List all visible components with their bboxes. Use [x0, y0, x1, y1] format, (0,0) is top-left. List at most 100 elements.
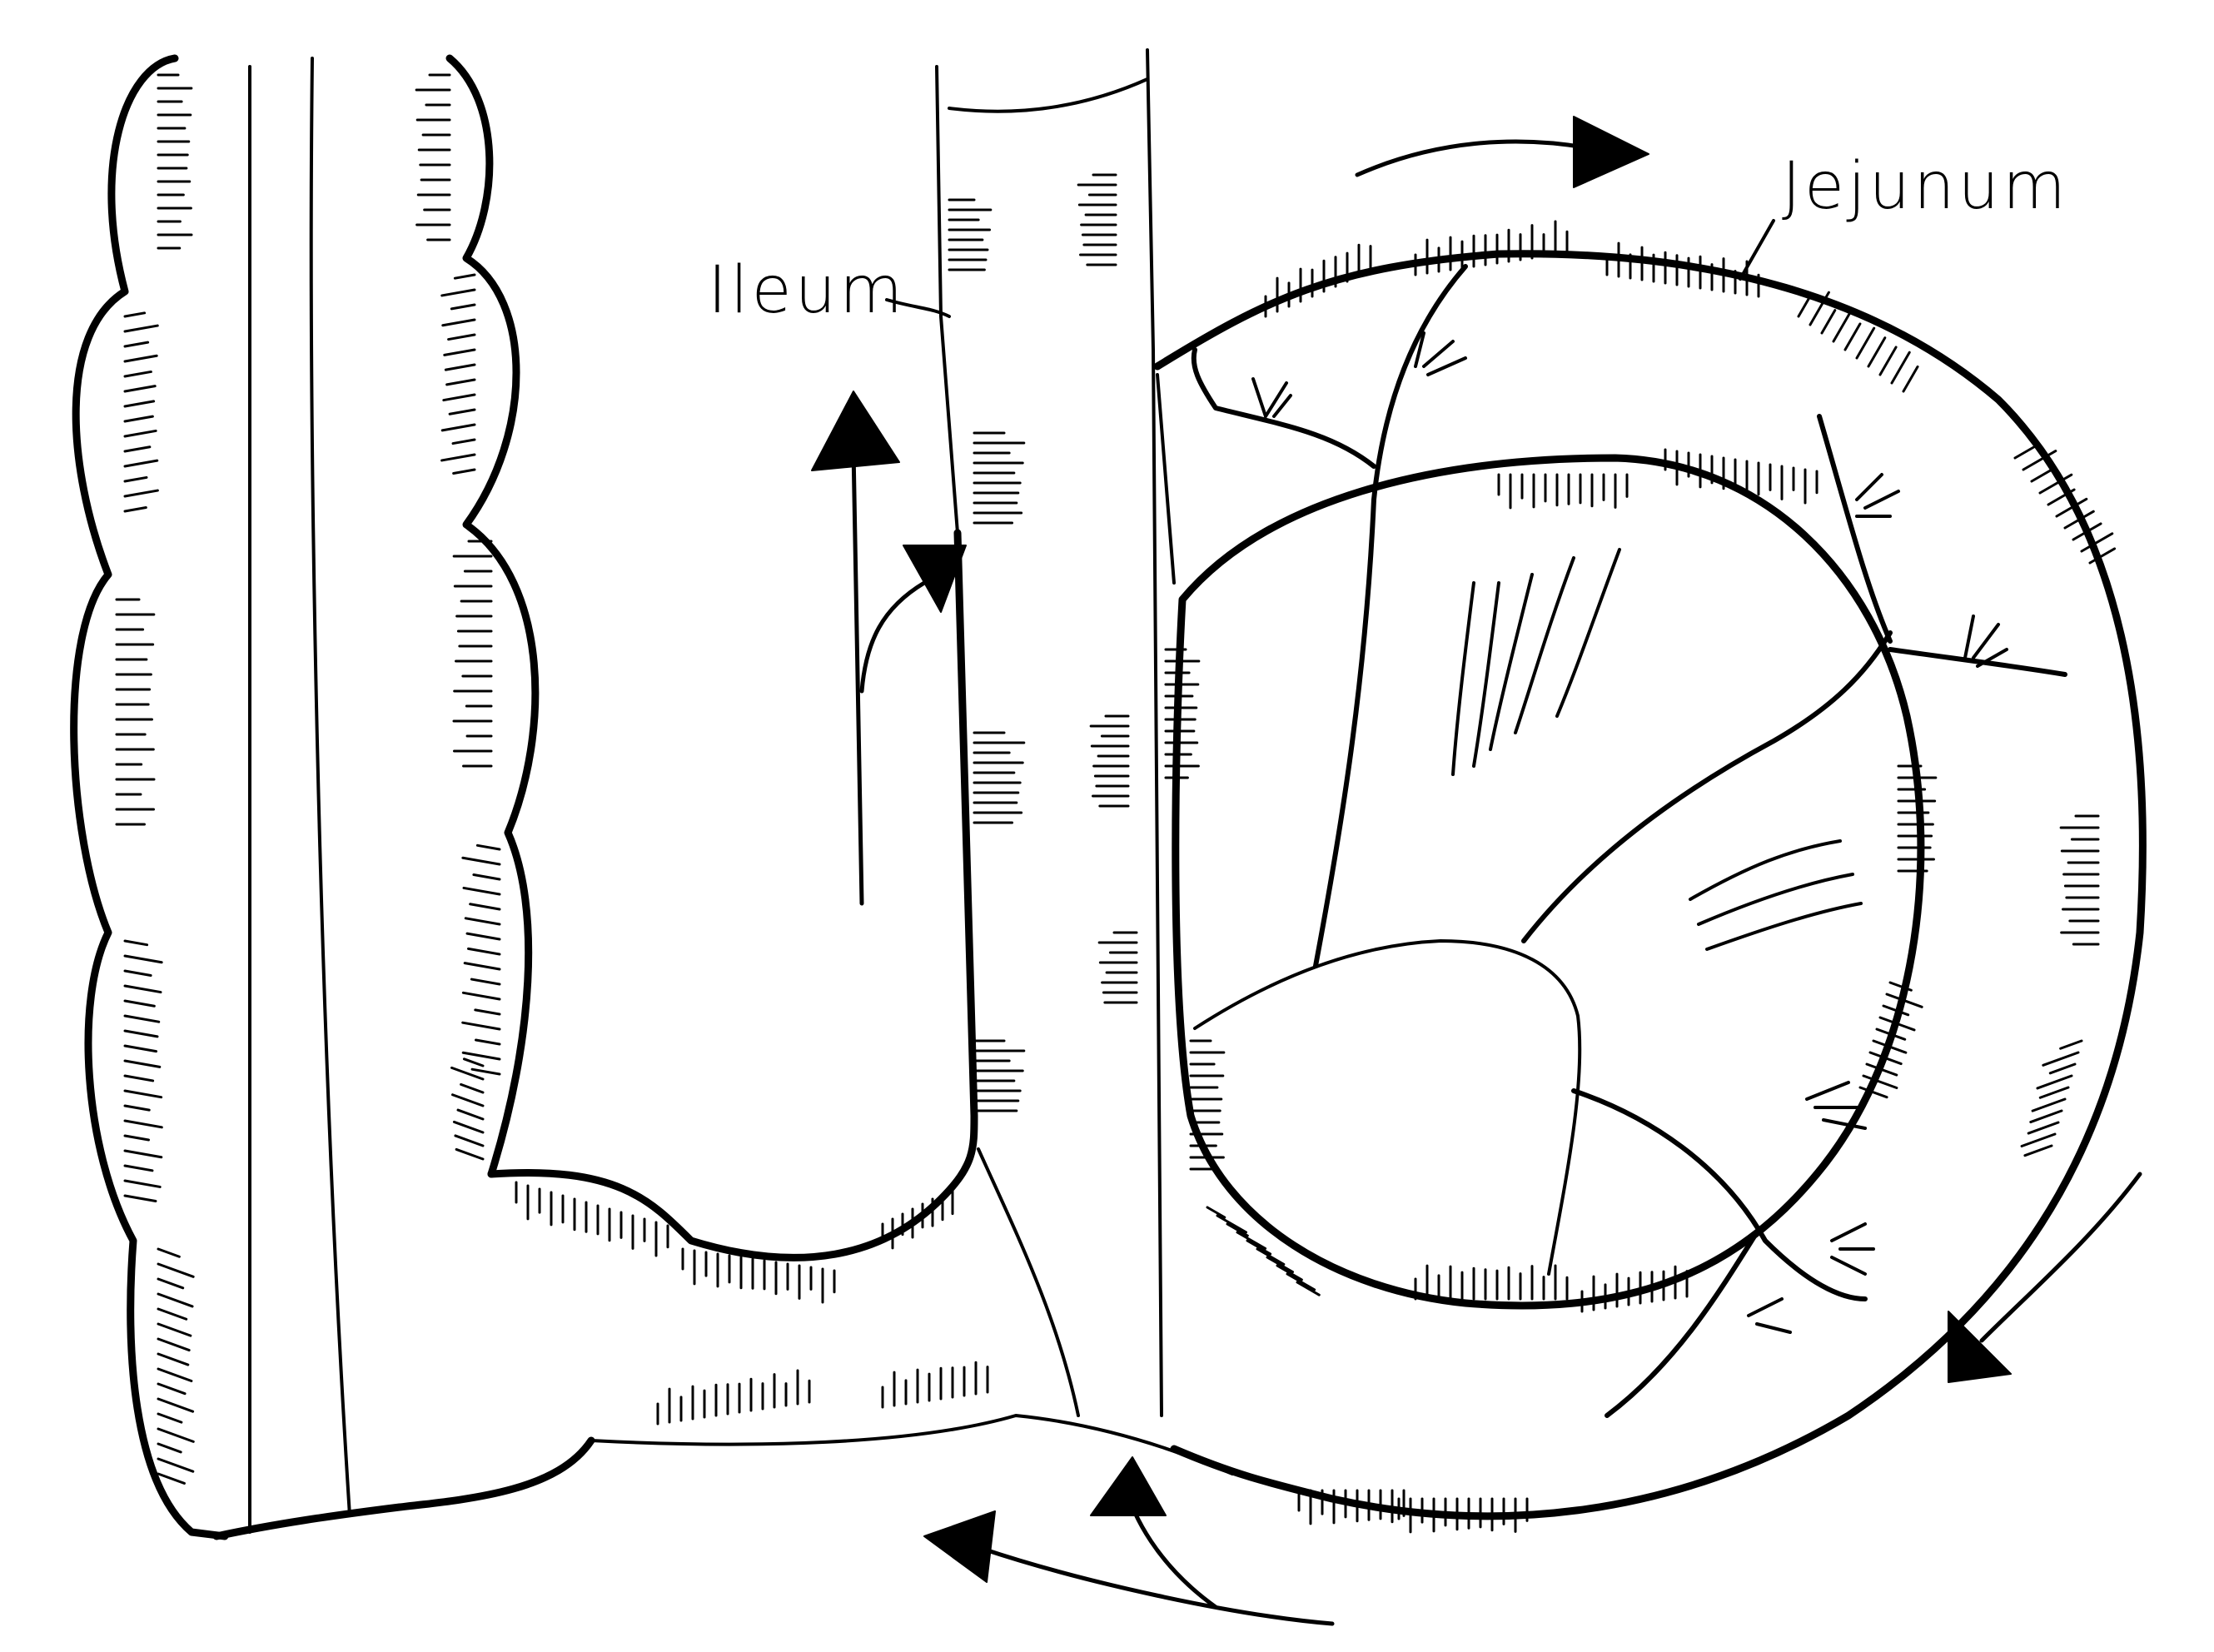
jejunum-inner-wall: [1172, 454, 1925, 1310]
hatch-mark: [464, 917, 501, 926]
taenia-line-2: [309, 57, 351, 1517]
hatch-mark: [2022, 450, 2057, 471]
hatch-mark: [443, 348, 476, 356]
hatch-mark: [460, 1082, 485, 1094]
arrow-bottom-left: [923, 1510, 1335, 1626]
hatch-mark: [157, 1457, 195, 1473]
hatch-mark: [123, 1074, 155, 1082]
hatch-mark: [123, 954, 163, 964]
hatch-mark: [1875, 1028, 1907, 1041]
hatch-mark: [2038, 1086, 2070, 1099]
arrow-bottom-right: [1948, 1172, 2142, 1383]
hatch-mark: [1868, 1051, 1903, 1066]
hatch-mark: [441, 318, 476, 327]
hatch-mark: [157, 1277, 185, 1290]
stitch-line-lower: [977, 1147, 1080, 1417]
hatch-mark: [1256, 1247, 1286, 1266]
hatch-mark: [466, 947, 501, 956]
vessel-top-branch: [1191, 347, 1376, 469]
hatch-mark: [123, 1044, 158, 1053]
hatch-mark: [123, 475, 148, 483]
hatch-mark: [1809, 291, 1830, 326]
hatch-mark: [1878, 1016, 1916, 1032]
jejunum-label: Jejunum: [1782, 149, 2069, 224]
hatch-mark: [157, 1427, 195, 1443]
hatch-mark: [123, 1059, 162, 1068]
hatch-mark: [450, 303, 476, 311]
hatch-mark: [461, 1021, 501, 1031]
hatch-mark: [461, 991, 501, 1001]
mesentery-patch: [1193, 939, 1582, 1276]
hatch-mark: [2048, 1062, 2077, 1075]
hatch-mark: [1865, 1062, 1898, 1077]
ileum-loop: [487, 48, 1234, 1475]
hatch-mark: [2055, 497, 2088, 518]
hatch-mark: [2030, 466, 2056, 483]
serosa-hatching: [115, 73, 2117, 1534]
hatch-mark: [2036, 1074, 2073, 1090]
hatch-mark: [463, 962, 501, 971]
hatch-mark: [448, 408, 476, 415]
hatch-mark: [462, 1057, 485, 1067]
hatch-mark: [123, 1134, 151, 1142]
hatch-mark: [1226, 1222, 1249, 1237]
hatch-mark: [465, 932, 501, 941]
hatch-mark: [123, 1089, 163, 1099]
hatch-mark: [474, 1008, 501, 1016]
hatch-mark: [2023, 1144, 2053, 1157]
hatch-mark: [1246, 1239, 1272, 1256]
hatch-mark: [452, 468, 476, 475]
arrow-ileum-up: [811, 391, 900, 906]
ileum-inner-bend: [487, 529, 978, 1261]
hatch-mark: [1820, 309, 1837, 335]
hatch-mark: [157, 1367, 193, 1383]
hatch-mark: [1872, 1039, 1908, 1054]
hatch-mark: [157, 1307, 188, 1321]
mesentery-strokes: [1451, 548, 1863, 951]
hatch-mark: [123, 429, 157, 438]
hatch-mark: [440, 453, 476, 462]
vessel-lower-branch: [1605, 1230, 1759, 1418]
vessel-diagonal: [1521, 630, 1893, 943]
hatch-mark: [1266, 1256, 1294, 1274]
hatch-mark: [1867, 336, 1887, 368]
hatch-mark: [123, 1179, 162, 1188]
hatch-mark: [447, 333, 476, 341]
ileum-left-wall: [935, 65, 959, 535]
jejunum-leader-line: [1739, 219, 1775, 281]
hatch-mark: [470, 978, 501, 986]
hatch-mark: [1862, 1074, 1898, 1090]
vessel-lower: [1571, 1088, 1868, 1301]
hatch-mark: [2013, 445, 2036, 460]
hatch-mark: [1858, 1086, 1888, 1099]
hatch-mark: [123, 1104, 151, 1112]
arrow-top-right: [1355, 116, 1649, 188]
vessel-right-upper: [1817, 414, 1893, 644]
hatch-mark: [123, 999, 156, 1008]
hatch-mark: [1216, 1214, 1248, 1234]
hatch-mark: [123, 984, 162, 994]
large-intestine: [70, 54, 595, 1540]
hatch-mark: [157, 1262, 195, 1278]
hatch-mark: [123, 1149, 163, 1159]
hatch-mark: [445, 378, 476, 386]
hatch-mark: [157, 1247, 181, 1258]
hatch-mark: [2042, 1051, 2080, 1067]
hatch-mark: [157, 1442, 182, 1454]
ileum-leader-line: [885, 298, 951, 318]
hatch-mark: [123, 445, 152, 453]
colon-outer-wall: [70, 54, 229, 1540]
stitch-line-right: [1156, 373, 1176, 585]
hatch-mark: [2038, 473, 2073, 495]
hatch-mark: [1843, 322, 1862, 351]
hatch-mark: [123, 370, 152, 378]
hatch-mark: [157, 1412, 183, 1424]
hatch-mark: [2072, 522, 2102, 541]
hatch-mark: [2031, 1097, 2067, 1112]
colon-inner-wall: [445, 54, 540, 1178]
hatch-mark: [2080, 532, 2114, 553]
ileum-top-cut: [948, 77, 1149, 113]
hatch-mark: [456, 1108, 485, 1121]
hatch-mark: [455, 1147, 485, 1161]
